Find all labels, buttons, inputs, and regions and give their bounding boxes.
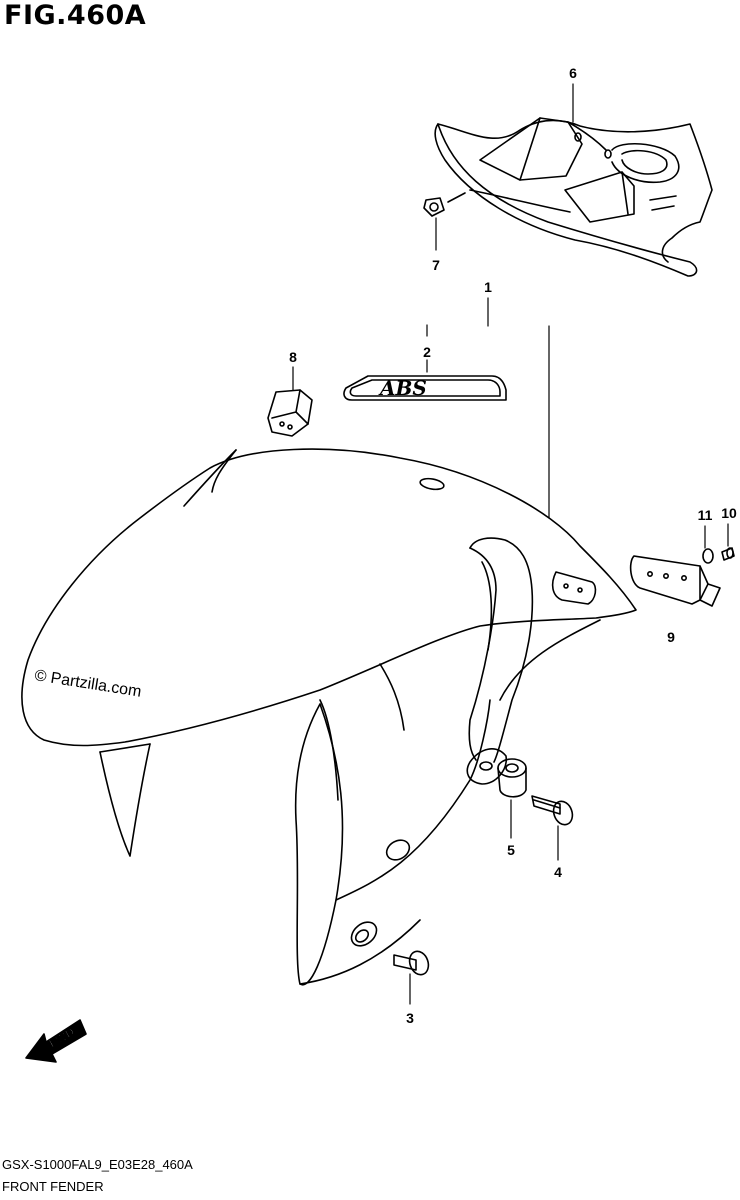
diagram-code: GSX-S1000FAL9_E03E28_460A xyxy=(2,1157,193,1172)
abs-emblem-part-2: ABS xyxy=(343,375,507,401)
callout-1: 1 xyxy=(484,279,492,295)
diagram-name: FRONT FENDER xyxy=(2,1179,104,1194)
callout-7: 7 xyxy=(432,257,440,273)
leader-lines xyxy=(292,83,729,1005)
callout-11: 11 xyxy=(698,507,713,523)
emblem-text: ABS xyxy=(378,376,427,400)
front-fender-part-1 xyxy=(21,448,637,986)
callout-9: 9 xyxy=(667,629,675,645)
callout-6: 6 xyxy=(569,65,577,81)
figure-title: FIG.460A xyxy=(4,0,147,31)
watermark-text: © Partzilla.com xyxy=(33,667,142,701)
grommet-part-5 xyxy=(497,758,527,798)
bolt-part-7 xyxy=(423,192,466,217)
callout-8: 8 xyxy=(289,349,297,365)
screw-part-10 xyxy=(721,547,735,561)
callout-4: 4 xyxy=(554,864,562,880)
callout-2: 2 xyxy=(423,344,431,360)
clip-part-8 xyxy=(267,389,313,437)
screw-part-3 xyxy=(393,950,430,976)
inner-cover-part-6 xyxy=(434,117,713,277)
bracket-part-9 xyxy=(629,555,721,607)
callout-3: 3 xyxy=(406,1010,414,1026)
screw-part-4 xyxy=(531,795,574,826)
callout-labels: 6 7 1 2 8 11 10 9 5 4 3 xyxy=(289,65,737,1026)
washer-part-11 xyxy=(702,548,714,564)
fwd-arrow-icon: FWD xyxy=(25,1019,87,1063)
callout-5: 5 xyxy=(507,842,515,858)
callout-10: 10 xyxy=(721,505,737,521)
